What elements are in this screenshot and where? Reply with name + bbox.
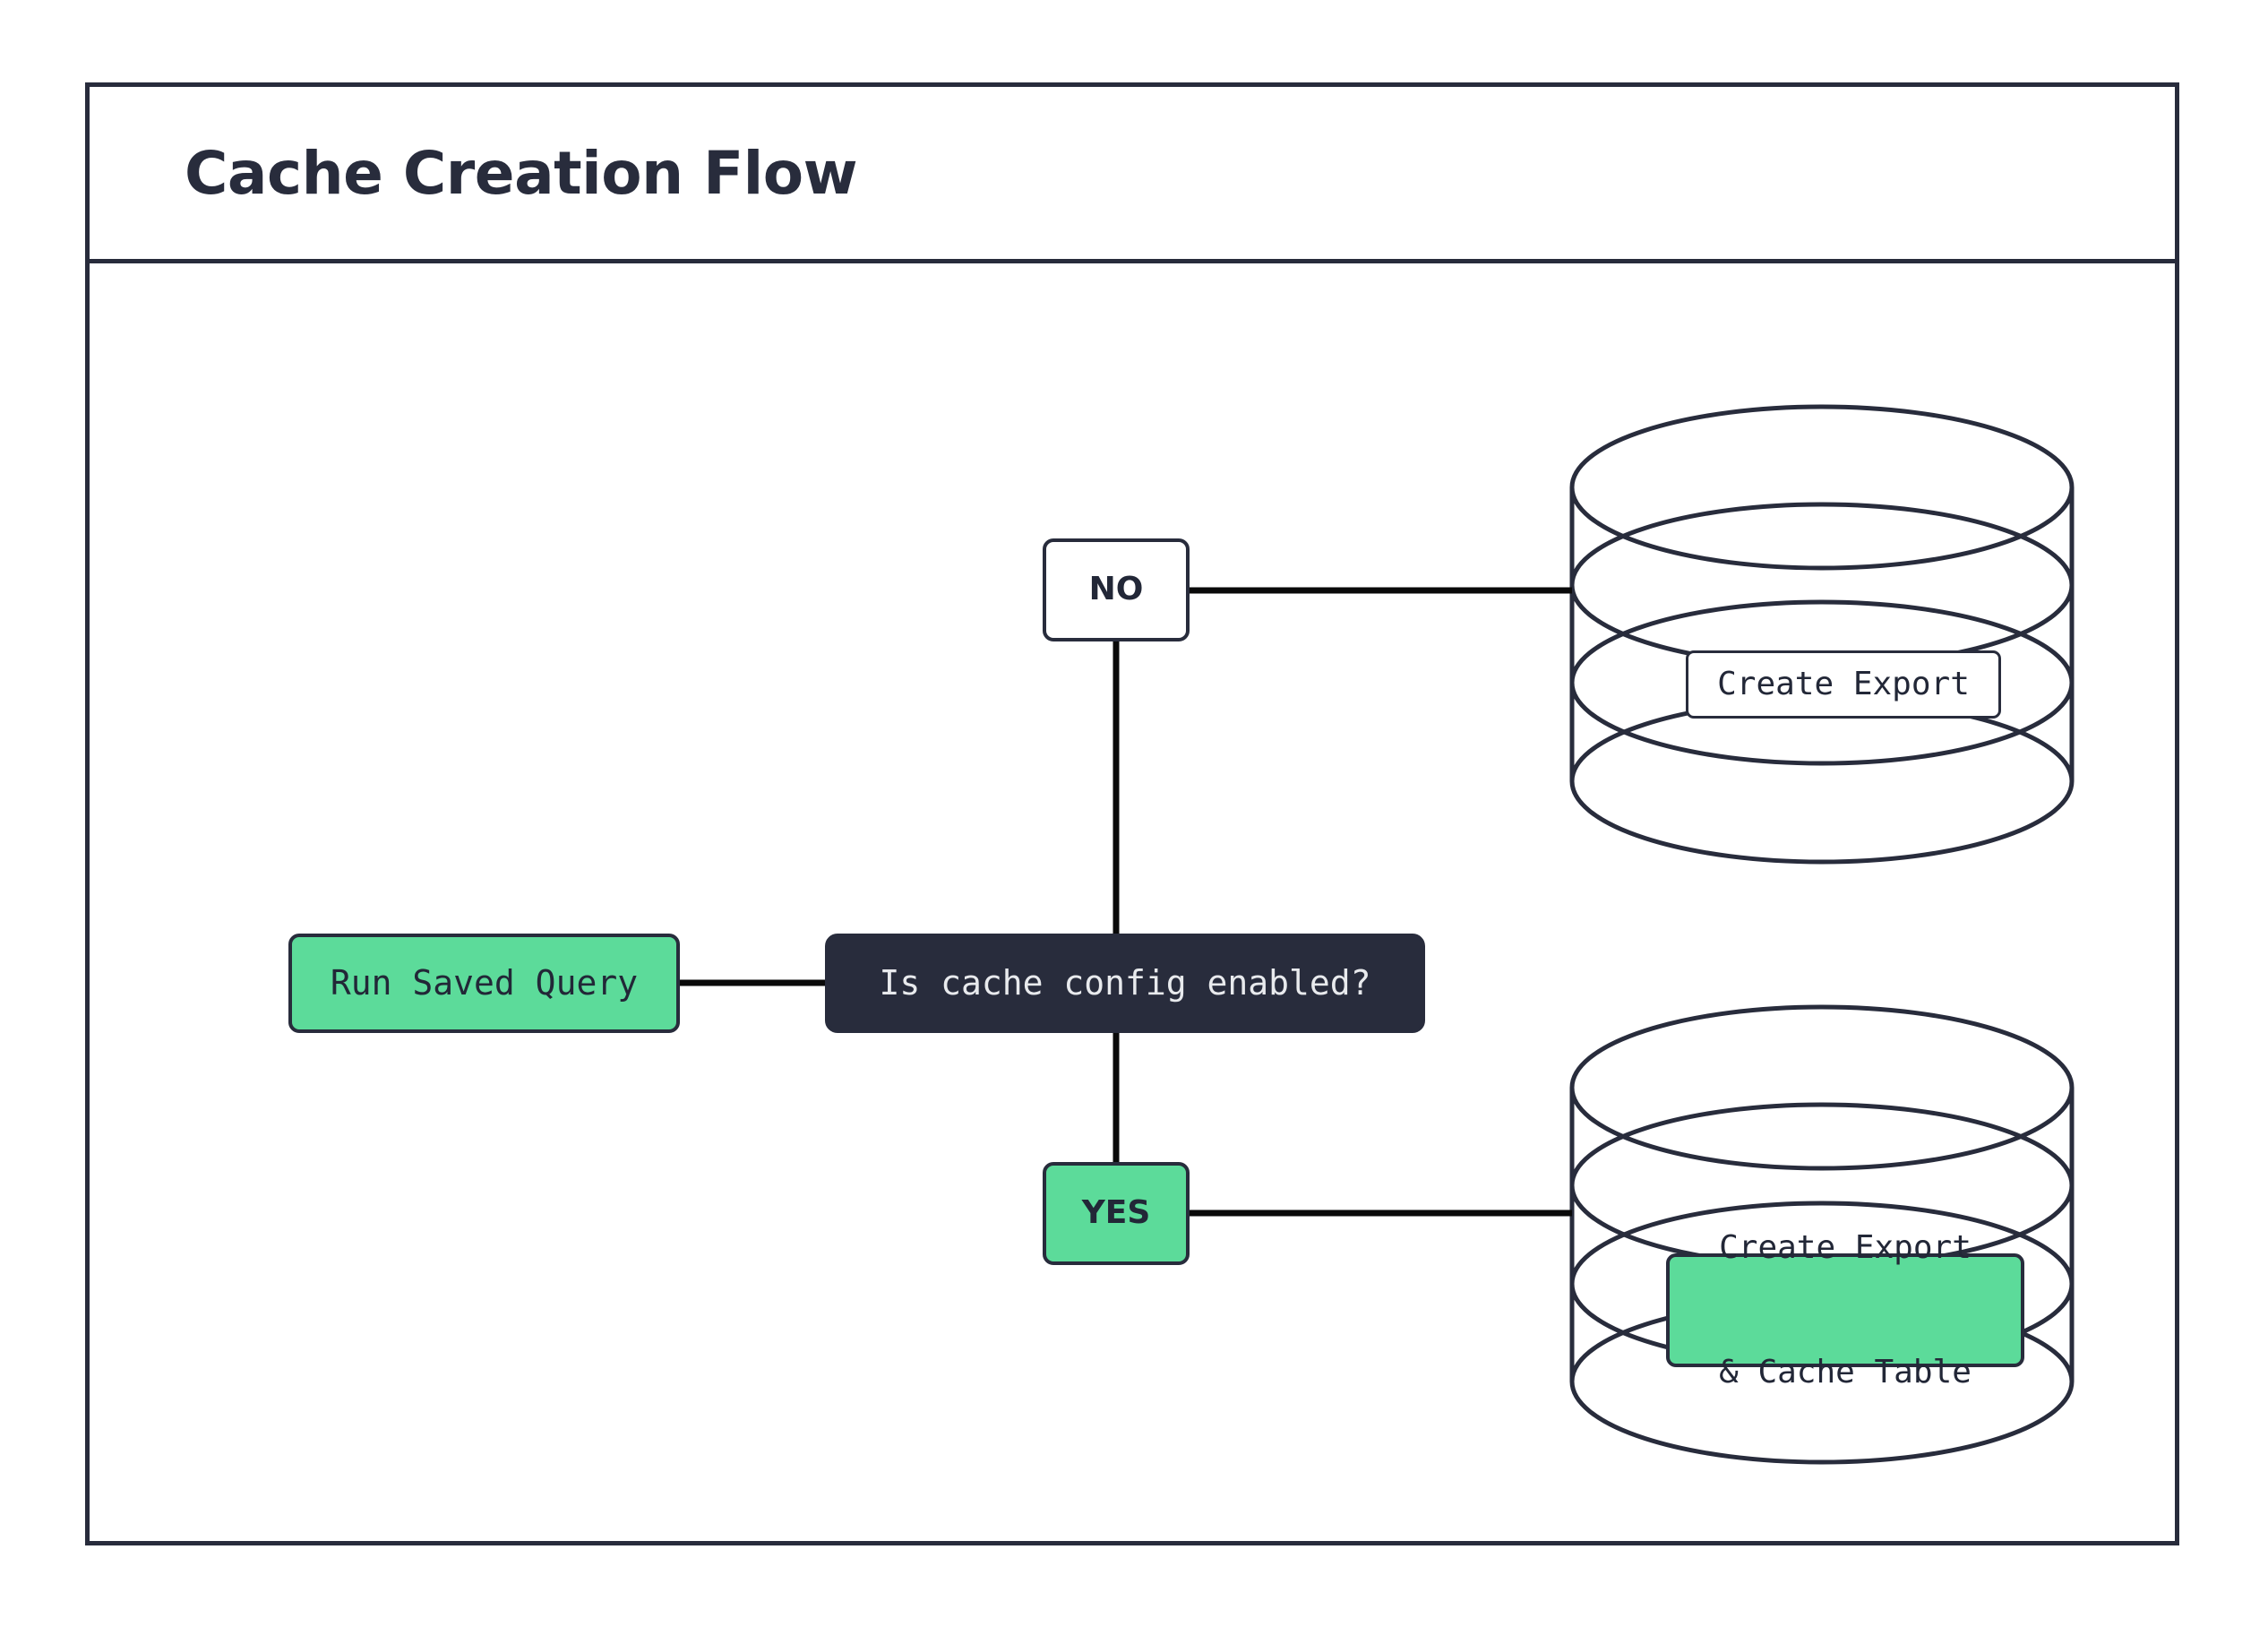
node-branch-no[interactable]: NO [1043,538,1190,641]
node-decision-is-cache-config-enabled[interactable]: Is cache config enabled? [825,934,1425,1033]
datastore-top-cylinder [1569,404,2075,865]
diagram-canvas: Run Saved Query Is cache config enabled?… [90,263,2175,1545]
node-run-saved-query[interactable]: Run Saved Query [288,934,680,1033]
diagram-title-bar: Cache Creation Flow [90,87,2175,263]
diagram-frame: Cache Creation Flow [85,82,2179,1545]
node-create-export[interactable]: Create Export [1686,650,2001,719]
node-create-export-and-cache-table[interactable]: Create Export & Cache Table [1666,1229,2024,1390]
node-create-export-cache-line2: & Cache Table [1719,1353,1972,1390]
node-create-export-cache-line1: Create Export [1719,1229,1972,1267]
node-branch-yes[interactable]: YES [1043,1162,1190,1265]
diagram-title: Cache Creation Flow [185,138,858,208]
diagram-vector-layer [680,404,2075,1465]
